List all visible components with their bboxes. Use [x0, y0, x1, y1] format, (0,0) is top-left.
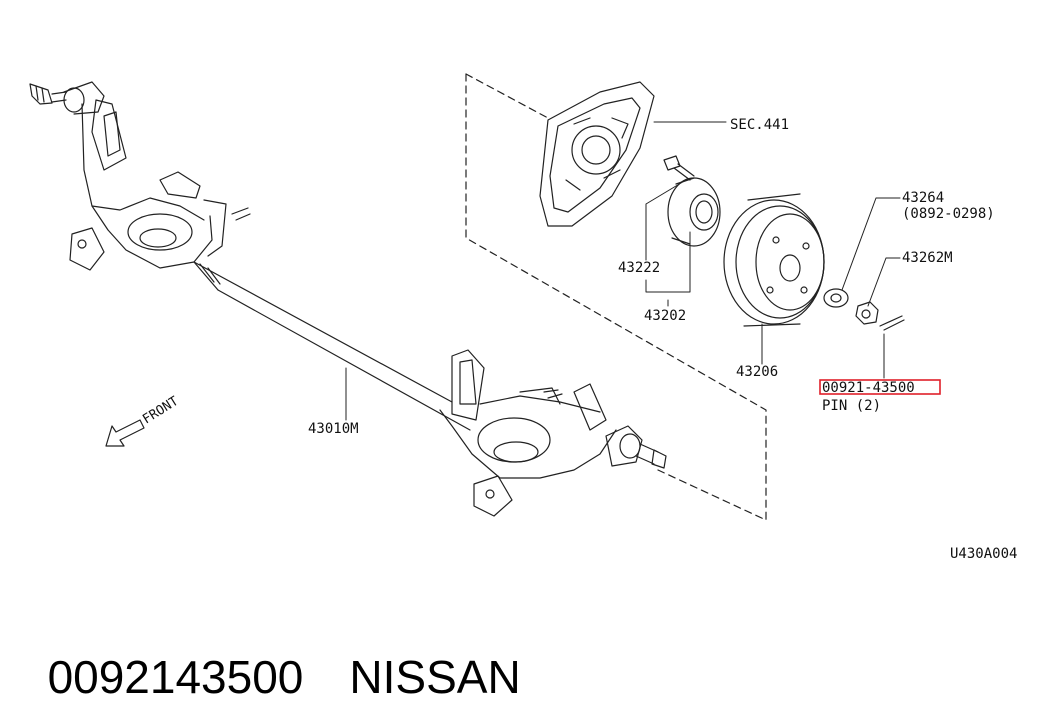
hub-bolt: [663, 155, 695, 181]
exploded-view-boundary: [465, 73, 767, 521]
right-trailing-arm: [439, 349, 617, 517]
hub-nut: [855, 301, 879, 325]
brake-drum: [723, 193, 825, 327]
parts-diagram: SEC.441 43264 (0892-0298) 43262M 43222 4…: [29, 73, 1017, 562]
leader-lines: [345, 121, 901, 421]
label-43206: 43206: [736, 364, 778, 380]
left-spindle: [29, 81, 105, 115]
left-trailing-arm: [69, 99, 251, 271]
label-43010m: 43010M: [308, 421, 359, 437]
label-43222: 43222: [618, 260, 660, 276]
label-front: FRONT: [140, 394, 181, 428]
diagram-code: U430A004: [950, 546, 1017, 562]
washer: [823, 288, 849, 308]
label-43262m: 43262M: [902, 250, 953, 266]
label-43264: 43264: [902, 190, 944, 206]
label-43202: 43202: [644, 308, 686, 324]
front-arrow: [105, 419, 145, 447]
axle-beam: [193, 261, 471, 431]
label-sec441: SEC.441: [730, 117, 789, 133]
label-43264-range: (0892-0298): [902, 206, 995, 222]
part-caption: 0092143500 NISSAN: [22, 596, 521, 704]
brake-backing-plate: [539, 81, 655, 227]
hub-assembly: [667, 177, 721, 247]
label-pin: PIN (2): [822, 398, 881, 414]
right-spindle: [605, 425, 667, 469]
part-highlight-box: [819, 379, 941, 395]
part-number: 0092143500: [47, 651, 304, 703]
cotter-pin: [879, 315, 905, 331]
label-00921-43500: 00921-43500: [822, 380, 915, 396]
brand-name: NISSAN: [349, 651, 521, 703]
